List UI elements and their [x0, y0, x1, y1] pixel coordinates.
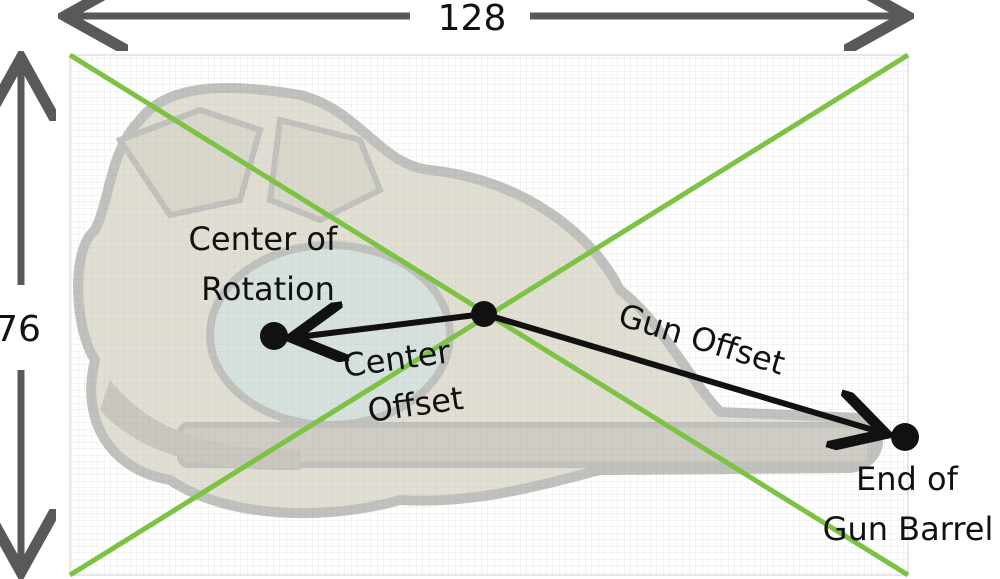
center-of-rotation-label: Center of Rotation [189, 220, 348, 308]
end-of-gun-barrel-line-2: Gun Barrel [823, 510, 994, 548]
center-offset-arrow [298, 314, 485, 337]
center-of-rotation-point [260, 322, 288, 350]
gun-barrel-end-point [891, 423, 919, 451]
sprite-silhouette [73, 83, 884, 519]
sprite-center-point [471, 301, 497, 327]
gun-offset-arrow [483, 311, 880, 432]
end-of-gun-barrel-label: End of Gun Barrel [823, 460, 994, 548]
width-label: 128 [438, 0, 507, 39]
height-label: 76 [0, 309, 41, 350]
center-of-rotation-line-2: Rotation [201, 270, 335, 308]
end-of-gun-barrel-line-1: End of [856, 460, 959, 498]
sprite-tread [100, 380, 300, 471]
center-of-rotation-line-1: Center of [189, 220, 338, 258]
